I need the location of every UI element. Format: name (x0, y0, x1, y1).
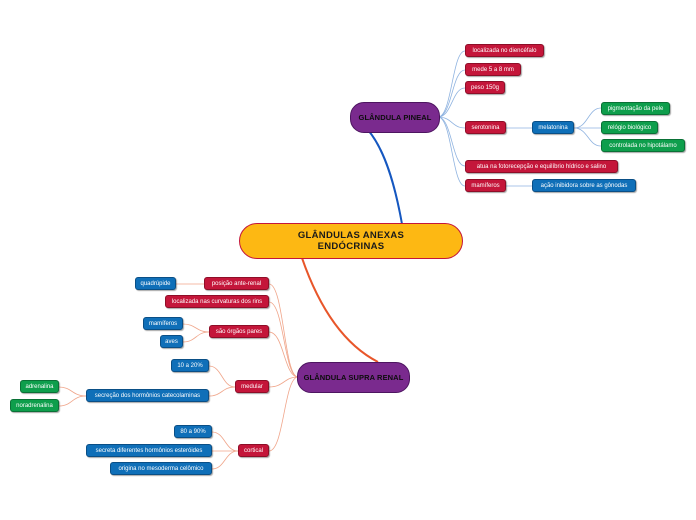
pineal-peso[interactable]: peso 150g (465, 81, 505, 94)
pineal-acao[interactable]: ação inibidora sobre as gônodas (532, 179, 636, 192)
supra-aves[interactable]: aves (160, 335, 183, 348)
central-topic-line2: ENDÓCRINAS (317, 241, 385, 252)
supra-noradrenalina[interactable]: noradrenalina (10, 399, 59, 412)
pineal-pigmentacao[interactable]: pigmentação da pele (601, 102, 670, 115)
central-topic-line1: GLÂNDULAS ANEXAS (297, 230, 405, 241)
supra-orgaos-pares[interactable]: são órgãos pares (209, 325, 269, 338)
supra-posicao[interactable]: posição ante-renal (204, 277, 269, 290)
pineal-atua[interactable]: atua na fotorecepção e equilíbrio hídric… (465, 160, 618, 173)
pineal-mede[interactable]: mede 5 a 8 mm (465, 63, 521, 76)
pineal-localizada[interactable]: localizada no diencéfalo (465, 44, 544, 57)
pineal-topic-label: GLÂNDULA PINEAL (358, 113, 432, 122)
pineal-mamiferos[interactable]: mamíferos (465, 179, 506, 192)
supra-secreta[interactable]: secreta diferentes hormônios esteróides (86, 444, 212, 457)
supra-pct-medular[interactable]: 10 a 20% (171, 359, 209, 372)
supra-mamiferos[interactable]: mamíferos (143, 317, 183, 330)
pineal-topic[interactable]: GLÂNDULA PINEAL (350, 102, 440, 133)
supra-origina[interactable]: origina no mesoderma celômico (110, 462, 212, 475)
pineal-controlada[interactable]: controlada no hipotálamo (601, 139, 685, 152)
pineal-relogio[interactable]: relógio biológico (601, 121, 658, 134)
pineal-serotonina[interactable]: serotonina (465, 121, 506, 134)
pineal-melatonina[interactable]: melatonina (532, 121, 574, 134)
supra-cortical[interactable]: cortical (238, 444, 269, 457)
supra-localizada[interactable]: localizada nas curvaturas dos rins (165, 295, 269, 308)
supra-medular[interactable]: medular (235, 380, 269, 393)
supra-renal-topic-label: GLÂNDULA SUPRA RENAL (303, 373, 404, 382)
supra-adrenalina[interactable]: adrenalina (20, 380, 59, 393)
central-topic[interactable]: GLÂNDULAS ANEXAS ENDÓCRINAS (239, 223, 463, 259)
supra-secrecao[interactable]: secreção dos hormônios catecolaminas (86, 389, 209, 402)
supra-pct-cortical[interactable]: 80 a 90% (174, 425, 212, 438)
supra-renal-topic[interactable]: GLÂNDULA SUPRA RENAL (297, 362, 410, 393)
supra-quadrupede[interactable]: quadrúpide (135, 277, 176, 290)
